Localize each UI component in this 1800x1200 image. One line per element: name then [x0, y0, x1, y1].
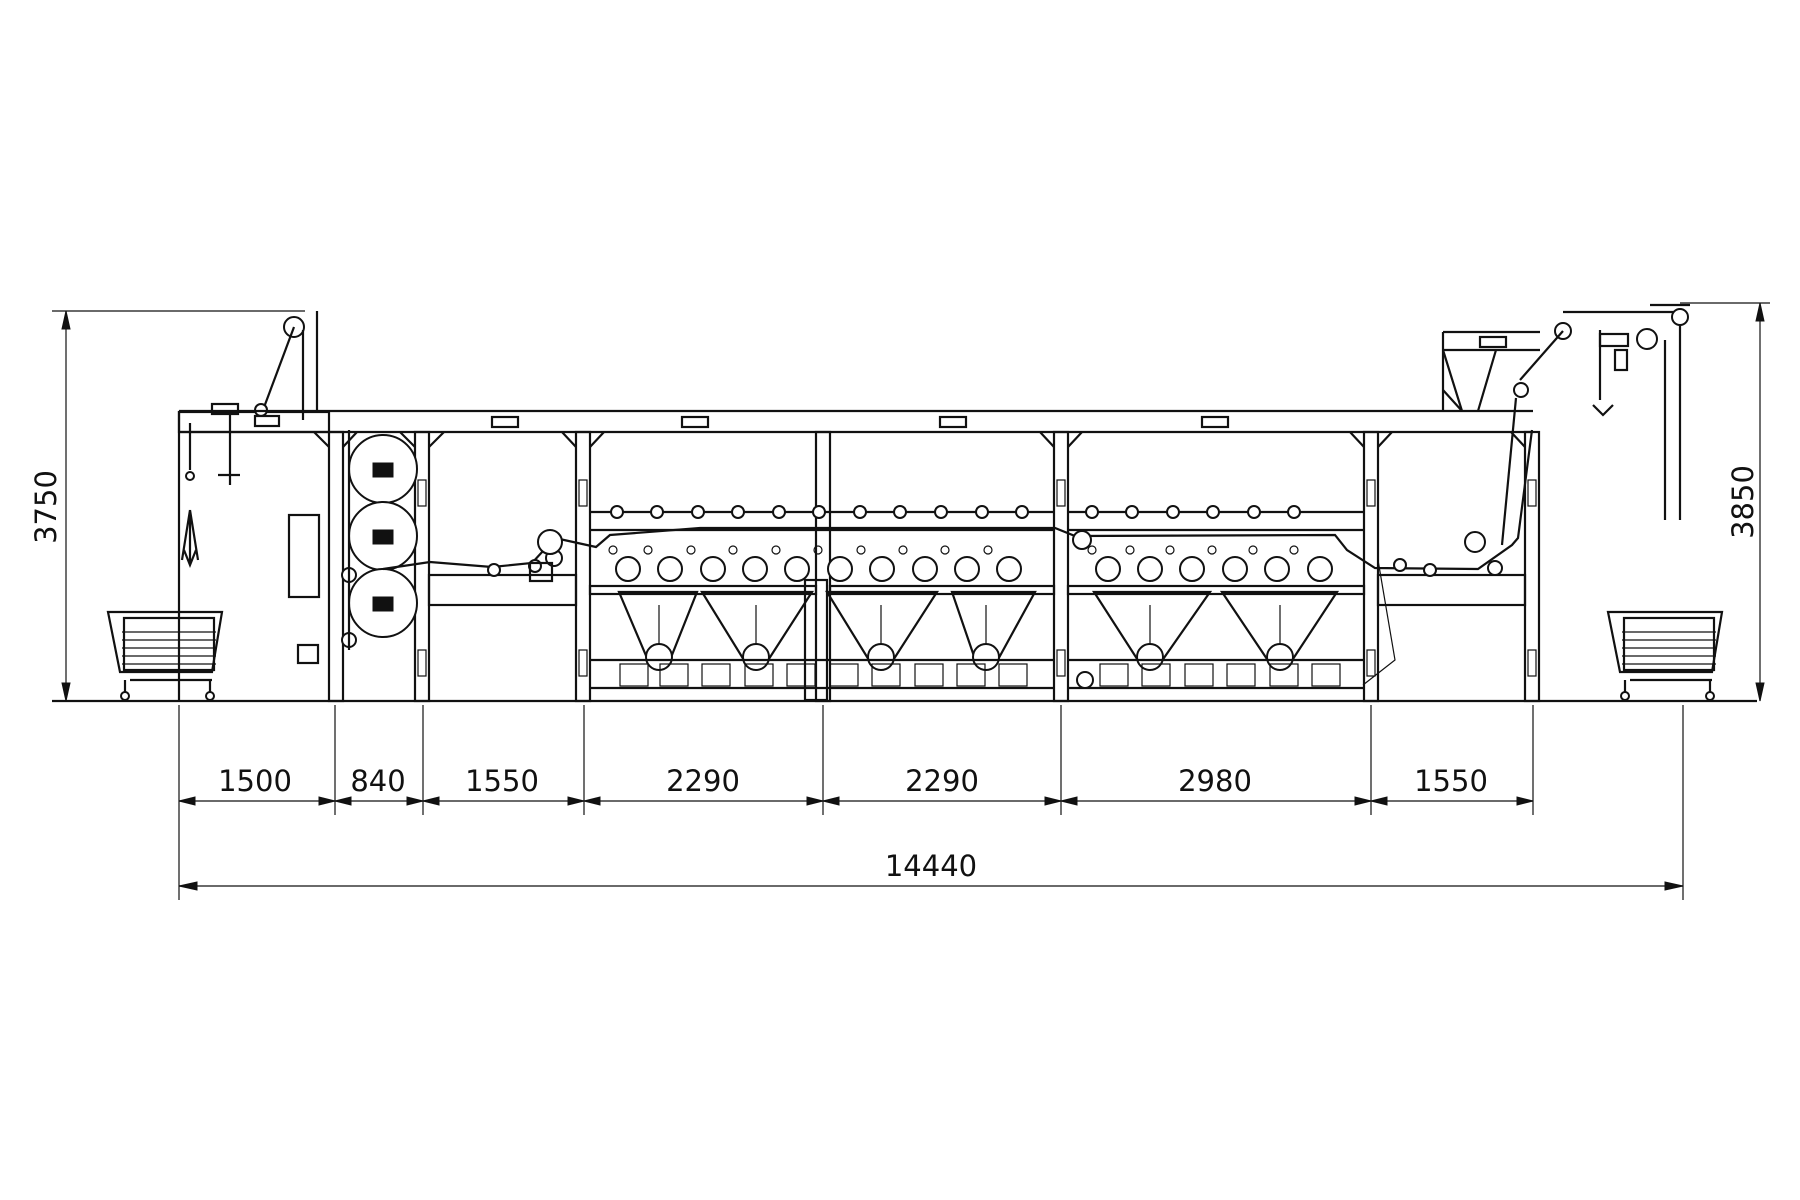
tension-unit-right [1376, 531, 1527, 607]
section-label-6: 2980 [1178, 764, 1252, 798]
compartment-2 [1066, 505, 1366, 690]
height-label-right: 3850 [1726, 465, 1760, 539]
section-label-2: 840 [350, 764, 405, 798]
section-dimension-chain: 1500 840 1550 2290 2290 2980 1550 [178, 705, 1684, 900]
right-height-dimension: 3850 [1680, 302, 1770, 702]
fabric-basket-right [1606, 610, 1724, 701]
fabric-path [382, 429, 1534, 686]
main-top-beam [177, 409, 1533, 701]
total-length-label: 14440 [885, 849, 977, 883]
inlet-unit-left [106, 311, 331, 701]
padder-drums [287, 430, 418, 665]
section-label-5: 2290 [905, 764, 979, 798]
left-height-dimension: 3750 [29, 310, 305, 702]
tension-unit-left [427, 529, 578, 607]
section-label-1: 1500 [218, 764, 292, 798]
section-label-4: 2290 [666, 764, 740, 798]
section-label-7: 1550 [1414, 764, 1488, 798]
fabric-basket-left [106, 610, 224, 701]
outlet-unit-right [1441, 303, 1724, 701]
section-label-3: 1550 [465, 764, 539, 798]
frame-columns [313, 430, 1541, 703]
height-label-left: 3750 [29, 470, 63, 544]
total-length-dimension: 14440 [178, 849, 1684, 891]
compartment-1 [588, 505, 1056, 702]
